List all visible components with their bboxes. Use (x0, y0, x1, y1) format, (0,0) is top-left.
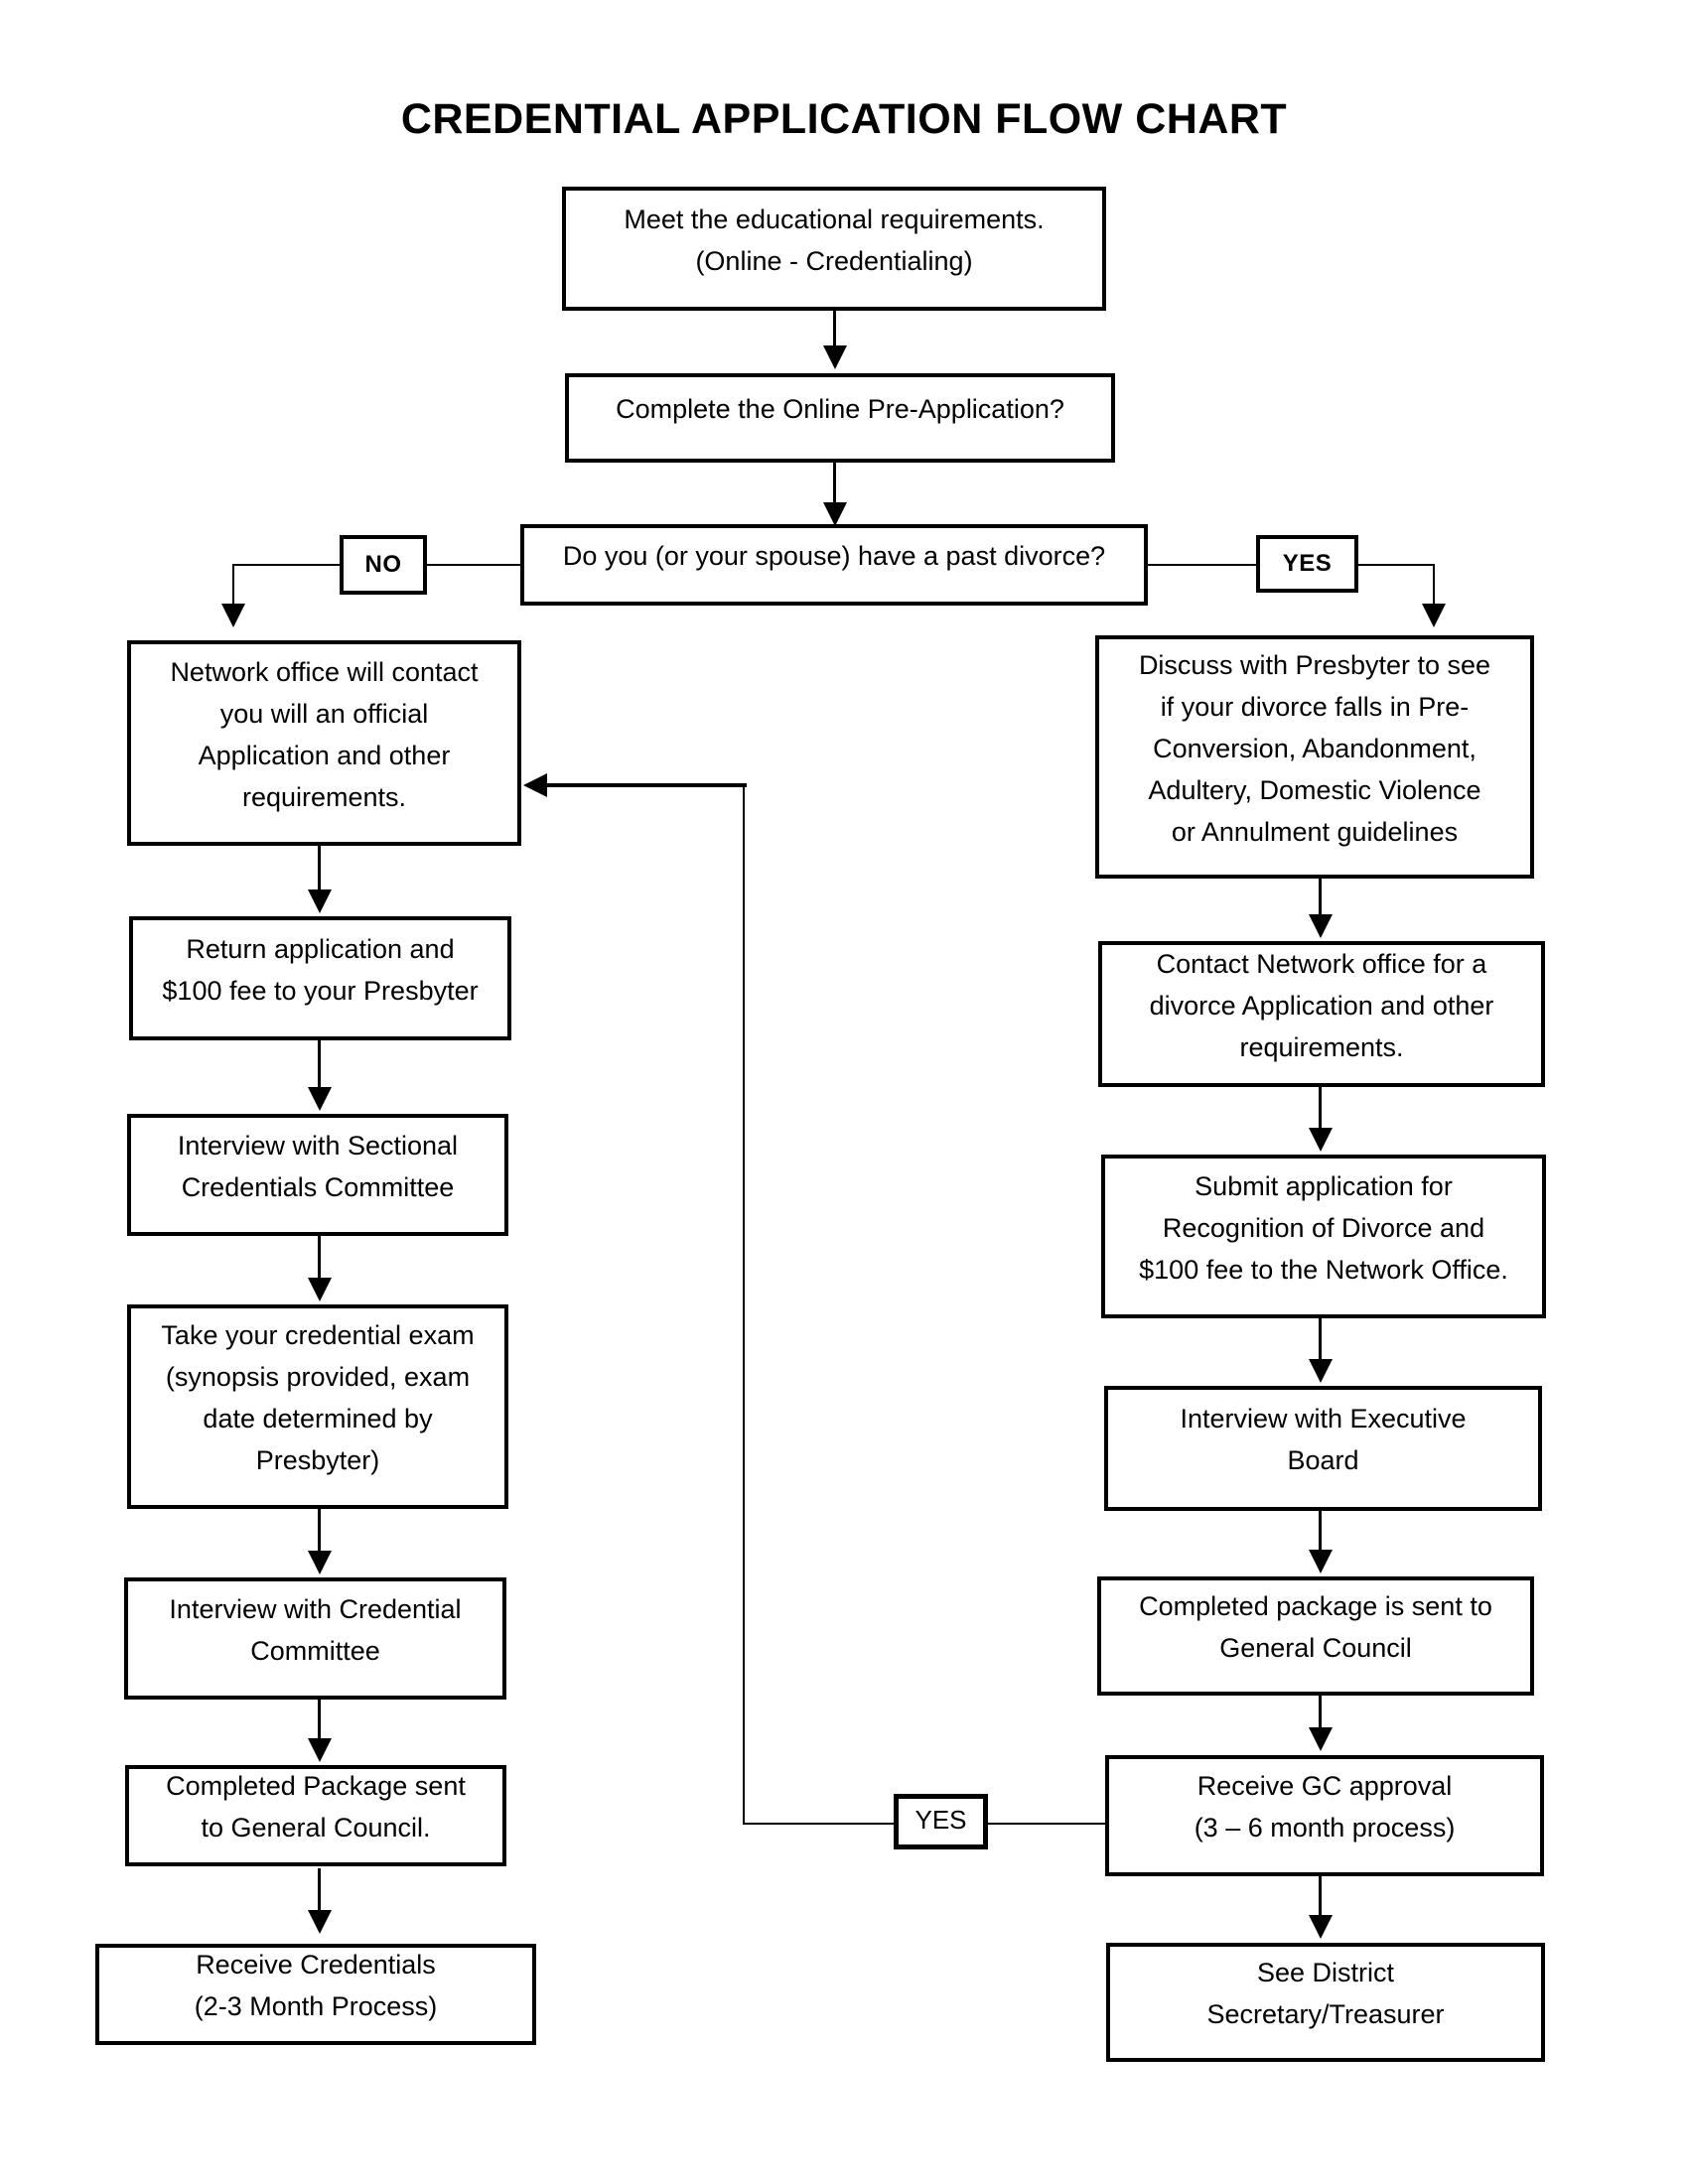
arrow-gc-to-district-head (1309, 1915, 1333, 1939)
flow-box-contact-network-office: Contact Network office for a divorce App… (1098, 941, 1545, 1087)
arrow-network-to-return-head (308, 889, 332, 913)
flow-box-receive-credentials-text: Receive Credentials (2-3 Month Process) (194, 1950, 438, 2021)
feedback-line-top-horizontal (544, 783, 747, 787)
arrow-meet-to-preapp-head (823, 345, 847, 369)
arrow-return-to-sectional-line (318, 1040, 321, 1087)
flow-box-district-secretary: See District Secretary/Treasurer (1106, 1943, 1545, 2062)
flow-box-receive-credentials: Receive Credentials (2-3 Month Process) (95, 1944, 536, 2045)
arrow-discuss-to-contact-head (1309, 914, 1333, 938)
flow-box-executive-board-interview-text: Interview with Executive Board (1180, 1404, 1467, 1475)
flow-box-gc-approval-text: Receive GC approval (3 – 6 month process… (1194, 1771, 1456, 1843)
decision-label-yes-text: YES (1282, 550, 1333, 577)
flow-box-executive-board-interview: Interview with Executive Board (1104, 1386, 1542, 1511)
yes-branch-arrow-head (1422, 604, 1446, 627)
arrow-package-to-credentials-line (318, 1868, 321, 1910)
flow-box-meet-requirements: Meet the educational requirements. (Onli… (562, 187, 1106, 311)
flow-box-contact-network-office-text: Contact Network office for a divorce App… (1149, 948, 1494, 1062)
flow-box-divorce-question: Do you (or your spouse) have a past divo… (520, 524, 1148, 606)
arrow-discuss-to-contact-line (1319, 879, 1322, 914)
arrow-credcom-to-package-head (308, 1738, 332, 1762)
arrow-exam-to-credcom-line (318, 1509, 321, 1551)
arrow-contact-to-submit-head (1309, 1128, 1333, 1152)
feedback-line-gc-to-yes (988, 1823, 1107, 1825)
yes-branch-line-divorce-to-label (1148, 564, 1257, 566)
arrow-exam-to-credcom-head (308, 1551, 332, 1574)
flow-box-submit-divorce-application-text: Submit application for Recognition of Di… (1139, 1170, 1508, 1285)
arrow-meet-to-preapp-line (833, 311, 836, 345)
arrow-preapp-to-divorce-head (823, 502, 847, 526)
decision-label-no: NO (340, 535, 427, 595)
arrow-contact-to-submit-line (1319, 1087, 1322, 1128)
arrow-preapp-to-divorce-line (833, 463, 836, 502)
flow-box-return-application: Return application and $100 fee to your … (129, 916, 511, 1040)
page-title: CREDENTIAL APPLICATION FLOW CHART (400, 95, 1288, 143)
flow-box-network-office-contact-text: Network office will contact you will an … (170, 656, 479, 812)
arrow-sectional-to-exam-head (308, 1278, 332, 1301)
flow-box-sectional-committee-interview-text: Interview with Sectional Credentials Com… (177, 1130, 459, 1202)
flow-box-return-application-text: Return application and $100 fee to your … (162, 933, 479, 1006)
flow-box-pre-application-text: Complete the Online Pre-Application? (616, 394, 1064, 424)
feedback-arrow-head (523, 773, 547, 797)
no-branch-line-label-to-corner (232, 564, 342, 566)
arrow-gc-to-district-line (1319, 1876, 1322, 1915)
flow-box-package-sent-left-text: Completed Package sent to General Counci… (166, 1771, 466, 1843)
feedback-line-vertical (743, 786, 745, 1825)
flow-box-meet-requirements-text: Meet the educational requirements. (Onli… (624, 204, 1045, 276)
flow-box-discuss-with-presbyter: Discuss with Presbyter to see if your di… (1095, 635, 1534, 879)
flow-box-credential-committee-interview-text: Interview with Credential Committee (169, 1593, 462, 1666)
arrow-exec-to-package-head (1309, 1550, 1333, 1573)
arrow-package-to-gc-line (1319, 1696, 1322, 1727)
arrow-return-to-sectional-head (308, 1087, 332, 1111)
decision-label-yes-return-text: YES (914, 1804, 967, 1835)
arrow-credcom-to-package-line (318, 1700, 321, 1738)
flow-box-submit-divorce-application: Submit application for Recognition of Di… (1101, 1155, 1546, 1318)
flow-box-district-secretary-text: See District Secretary/Treasurer (1206, 1958, 1445, 2029)
flow-box-credential-exam-text: Take your credential exam (synopsis prov… (161, 1320, 475, 1475)
flow-box-network-office-contact: Network office will contact you will an … (127, 640, 521, 846)
flow-box-package-sent-right-text: Completed package is sent to General Cou… (1139, 1591, 1492, 1663)
flow-box-credential-exam: Take your credential exam (synopsis prov… (127, 1304, 508, 1509)
arrow-package-to-gc-head (1309, 1727, 1333, 1751)
flow-box-pre-application: Complete the Online Pre-Application? (565, 373, 1115, 463)
flow-box-package-sent-right: Completed package is sent to General Cou… (1097, 1576, 1534, 1696)
flow-box-gc-approval: Receive GC approval (3 – 6 month process… (1105, 1755, 1544, 1876)
decision-label-yes-return: YES (894, 1794, 988, 1849)
arrow-package-to-credentials-head (308, 1910, 332, 1934)
decision-label-yes: YES (1256, 535, 1358, 593)
flow-box-discuss-with-presbyter-text: Discuss with Presbyter to see if your di… (1138, 649, 1491, 847)
yes-branch-line-label-to-corner (1358, 564, 1435, 566)
flow-box-package-sent-left: Completed Package sent to General Counci… (125, 1765, 506, 1866)
arrow-exec-to-package-line (1319, 1511, 1322, 1550)
arrow-submit-to-exec-line (1319, 1318, 1322, 1359)
arrow-sectional-to-exam-line (318, 1236, 321, 1278)
no-branch-arrow-head (221, 604, 245, 627)
flow-box-sectional-committee-interview: Interview with Sectional Credentials Com… (127, 1114, 508, 1236)
arrow-submit-to-exec-head (1309, 1359, 1333, 1383)
arrow-network-to-return-line (318, 846, 321, 889)
flow-box-divorce-question-text: Do you (or your spouse) have a past divo… (562, 541, 1106, 571)
no-branch-line-divorce-to-label (427, 564, 522, 566)
flow-box-credential-committee-interview: Interview with Credential Committee (124, 1577, 506, 1700)
decision-label-no-text: NO (364, 551, 402, 578)
no-branch-drop-line (232, 565, 234, 604)
feedback-line-yes-to-corner (744, 1823, 895, 1825)
yes-branch-drop-line (1433, 565, 1435, 604)
